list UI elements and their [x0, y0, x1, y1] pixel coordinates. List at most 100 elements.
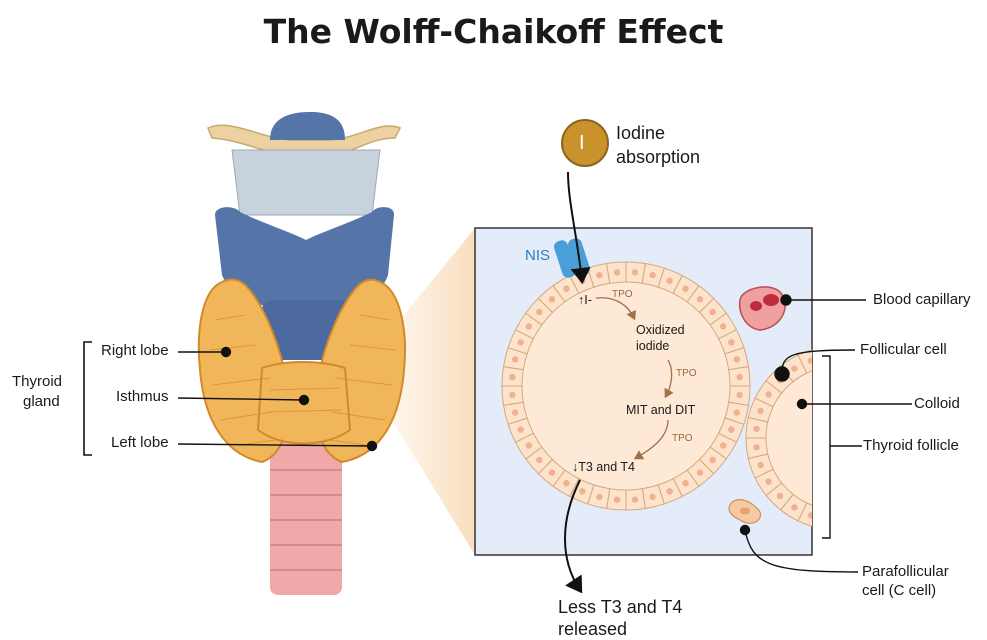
cell-nucleus: [862, 512, 868, 518]
cell-nucleus: [757, 462, 763, 468]
follicular-cell: [883, 483, 910, 510]
cell-nucleus: [709, 457, 715, 463]
thyrohyoid-membrane: [232, 150, 380, 215]
cell-nucleus: [808, 357, 814, 363]
cell-nucleus: [549, 469, 555, 475]
cell-nucleus: [632, 269, 638, 275]
cell-nucleus: [517, 426, 523, 432]
cell-nucleus: [736, 374, 742, 380]
cell-nucleus: [526, 323, 532, 329]
follicular-cell: [883, 366, 910, 393]
cell-nucleus: [904, 391, 910, 397]
cell-nucleus: [844, 516, 850, 522]
cell-nucleus: [878, 365, 884, 371]
cell-nucleus: [904, 478, 910, 484]
follicular-cell: [908, 418, 930, 438]
cell-nucleus: [753, 444, 759, 450]
cell-nucleus: [512, 356, 518, 362]
cell-nucleus: [916, 426, 922, 432]
follicular-cell: [838, 346, 858, 368]
follicular-cell: [838, 508, 858, 530]
cell-nucleus: [734, 356, 740, 362]
outcome-label-line2: released: [558, 618, 627, 640]
cell-nucleus: [728, 339, 734, 345]
cell-nucleus: [666, 277, 672, 283]
cell-nucleus: [777, 493, 783, 499]
follicular-cell: [854, 503, 878, 528]
cell-nucleus: [536, 309, 542, 315]
zoom-wedge: [392, 228, 475, 555]
cell-nucleus: [682, 286, 688, 292]
cell-nucleus: [614, 496, 620, 502]
cell-nucleus: [509, 374, 515, 380]
parafollicular-label-line2: cell (C cell): [862, 581, 936, 601]
colloid-label: Colloid: [914, 394, 960, 414]
cell-nucleus: [649, 494, 655, 500]
cell-nucleus: [596, 494, 602, 500]
oxidized-label-line2: iodide: [636, 338, 669, 354]
cell-nucleus: [697, 469, 703, 475]
follicular-cell-label: Follicular cell: [860, 340, 947, 360]
iodine-label-line1: Iodine: [616, 122, 665, 144]
thyroid-gland-label-line1: Thyroid: [12, 372, 62, 392]
cell-nucleus: [549, 296, 555, 302]
follicular-cell: [903, 454, 928, 478]
thyroid-gland-bracket: [84, 342, 92, 455]
epiglottis: [270, 112, 345, 140]
cell-nucleus: [666, 488, 672, 494]
iodide-label-text: I-: [584, 293, 592, 307]
cell-nucleus: [878, 504, 884, 510]
cell-nucleus: [720, 323, 726, 329]
follicular-cell: [818, 508, 838, 530]
tpo-label-3: TPO: [672, 433, 693, 444]
cell-nucleus: [614, 269, 620, 275]
cell-nucleus: [563, 480, 569, 486]
follicular-cell: [818, 346, 838, 368]
cell-nucleus: [728, 426, 734, 432]
cell-nucleus: [649, 272, 655, 278]
follicular-cell: [869, 494, 895, 521]
cell-nucleus: [512, 409, 518, 415]
cell-nucleus: [791, 504, 797, 510]
cell-nucleus: [509, 392, 515, 398]
t3t4-label: ↓T3 and T4: [572, 459, 635, 475]
follicular-cell: [894, 469, 921, 495]
cell-nucleus: [536, 457, 542, 463]
iodine-symbol: I: [579, 133, 585, 153]
tpo-label-2: TPO: [676, 368, 697, 379]
thyroid-gland-label-line2: gland: [23, 392, 60, 412]
nis-label: NIS: [525, 247, 550, 264]
tpo-label-1: TPO: [612, 289, 633, 300]
isthmus-label: Isthmus: [116, 387, 169, 407]
iodine-label-line2: absorption: [616, 146, 700, 168]
iodine-coin: [562, 120, 608, 166]
cell-nucleus: [734, 409, 740, 415]
cell-nucleus: [526, 442, 532, 448]
cell-nucleus: [808, 512, 814, 518]
cell-nucleus: [765, 478, 771, 484]
oxidized-label-line1: Oxidized: [636, 322, 685, 338]
cell-nucleus: [893, 493, 899, 499]
trachea: [270, 440, 342, 595]
t3t4-label-text: T3 and T4: [578, 460, 635, 474]
cell-nucleus: [826, 516, 832, 522]
cell-nucleus: [844, 353, 850, 359]
thyroid-follicle-label: Thyroid follicle: [863, 436, 959, 456]
right-lobe-label: Right lobe: [101, 341, 169, 361]
cell-nucleus: [912, 462, 918, 468]
iodide-label: ↑I-: [578, 292, 592, 308]
left-lobe-label: Left lobe: [111, 433, 169, 453]
cell-nucleus: [596, 272, 602, 278]
cell-nucleus: [720, 442, 726, 448]
cell-nucleus: [579, 488, 585, 494]
parafollicular-label-line1: Parafollicular: [862, 562, 949, 582]
cell-nucleus: [791, 365, 797, 371]
cell-nucleus: [697, 296, 703, 302]
cell-nucleus: [753, 426, 759, 432]
cell-nucleus: [517, 339, 523, 345]
cell-nucleus: [765, 391, 771, 397]
cell-nucleus: [757, 408, 763, 414]
mit-dit-label: MIT and DIT: [626, 402, 695, 418]
cell-nucleus: [736, 392, 742, 398]
